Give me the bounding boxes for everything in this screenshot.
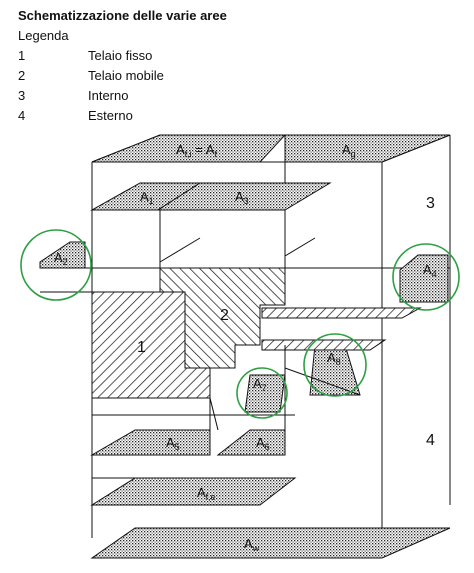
legend-item-label: Telaio fisso bbox=[88, 48, 153, 63]
label-a-symbol: A bbox=[256, 435, 265, 450]
highlight-a7 bbox=[236, 367, 288, 419]
label-a-symbol: A bbox=[140, 189, 149, 204]
area-aw bbox=[90, 527, 451, 559]
label-a7: A7 bbox=[253, 376, 267, 393]
highlight-circles bbox=[20, 229, 460, 419]
area-labels: Af,i = Af Ag A1 A3 A2 A4 A8 A7 A5 A6 Af,… bbox=[54, 142, 437, 553]
label-sub: 2 bbox=[63, 257, 68, 267]
label-a1: A1 bbox=[140, 189, 154, 206]
label-sub: 6 bbox=[265, 442, 270, 452]
label-a-symbol: A bbox=[197, 485, 206, 500]
label-a-symbol: A bbox=[342, 142, 351, 157]
legend-item-number: 4 bbox=[18, 108, 26, 123]
area-a7 bbox=[244, 374, 286, 413]
page-title: Schematizzazione delle varie aree bbox=[18, 8, 227, 23]
legend-item-label: Interno bbox=[88, 88, 129, 103]
label-interior: 3 bbox=[426, 195, 435, 212]
section-lines bbox=[40, 210, 361, 479]
label-sub: 7 bbox=[262, 383, 267, 393]
label-a6: A6 bbox=[256, 435, 270, 452]
legend-item-number: 2 bbox=[18, 68, 26, 83]
label-a-symbol: A bbox=[206, 142, 215, 157]
label-a-symbol: A bbox=[327, 350, 336, 365]
label-equals: = bbox=[192, 142, 206, 157]
glazing-bottom-strip bbox=[261, 339, 387, 351]
area-a6 bbox=[216, 429, 286, 456]
label-a4: A4 bbox=[423, 262, 437, 279]
label-sub: 4 bbox=[432, 269, 437, 279]
label-afi-eq-af: Af,i = Af bbox=[176, 142, 217, 159]
label-sub: f bbox=[214, 149, 217, 159]
label-a-symbol: A bbox=[253, 376, 262, 391]
label-afe: Af,e bbox=[197, 485, 216, 502]
label-fixed-frame: 1 bbox=[137, 339, 146, 356]
header: Schematizzazione delle varie aree Legend… bbox=[18, 6, 227, 126]
label-a-symbol: A bbox=[166, 435, 175, 450]
label-sub: f,i bbox=[185, 149, 192, 159]
frame-profiles bbox=[91, 267, 422, 399]
label-ag: Ag bbox=[342, 142, 356, 159]
highlight-a2 bbox=[20, 229, 92, 301]
area-a4 bbox=[399, 254, 449, 303]
label-a8: A8 bbox=[327, 350, 341, 367]
label-sub: w bbox=[252, 543, 260, 553]
glazing-top-strip bbox=[261, 307, 422, 319]
label-a-symbol: A bbox=[423, 262, 432, 277]
label-a-symbol: A bbox=[235, 189, 244, 204]
label-sub: f,e bbox=[206, 492, 216, 502]
legend-item: 3 Interno bbox=[18, 86, 227, 106]
label-a-symbol: A bbox=[176, 142, 185, 157]
label-a2: A2 bbox=[54, 250, 68, 267]
area-afe bbox=[90, 477, 297, 506]
legend-item: 2 Telaio mobile bbox=[18, 66, 227, 86]
legend-item: 1 Telaio fisso bbox=[18, 46, 227, 66]
part-numbers: 1 2 3 4 bbox=[137, 195, 435, 449]
area-glazing-top bbox=[284, 134, 451, 163]
label-sash: 2 bbox=[220, 307, 229, 324]
sash bbox=[159, 267, 286, 369]
label-sub: 5 bbox=[175, 442, 180, 452]
dotted-areas bbox=[39, 134, 451, 559]
highlight-a8 bbox=[303, 333, 367, 397]
legend-item-number: 1 bbox=[18, 48, 26, 63]
area-a5 bbox=[90, 429, 211, 456]
label-a3: A3 bbox=[235, 189, 249, 206]
highlight-a4 bbox=[392, 243, 460, 311]
label-sub: g bbox=[351, 149, 356, 159]
label-a-symbol: A bbox=[244, 536, 253, 551]
legend-item-label: Telaio mobile bbox=[88, 68, 164, 83]
legend-item-number: 3 bbox=[18, 88, 26, 103]
label-sub: 3 bbox=[244, 196, 249, 206]
label-aw: Aw bbox=[244, 536, 260, 553]
label-sub: 1 bbox=[149, 196, 154, 206]
label-sub: 8 bbox=[336, 357, 341, 367]
label-a-symbol: A bbox=[54, 250, 63, 265]
label-a5: A5 bbox=[166, 435, 180, 452]
legend-item: 4 Esterno bbox=[18, 106, 227, 126]
area-a3 bbox=[156, 182, 332, 211]
area-frame-inner-top bbox=[91, 134, 287, 163]
legend: 1 Telaio fisso 2 Telaio mobile 3 Interno… bbox=[18, 46, 227, 126]
legend-title: Legenda bbox=[18, 28, 69, 43]
label-exterior: 4 bbox=[426, 432, 435, 449]
legend-item-label: Esterno bbox=[88, 108, 133, 123]
